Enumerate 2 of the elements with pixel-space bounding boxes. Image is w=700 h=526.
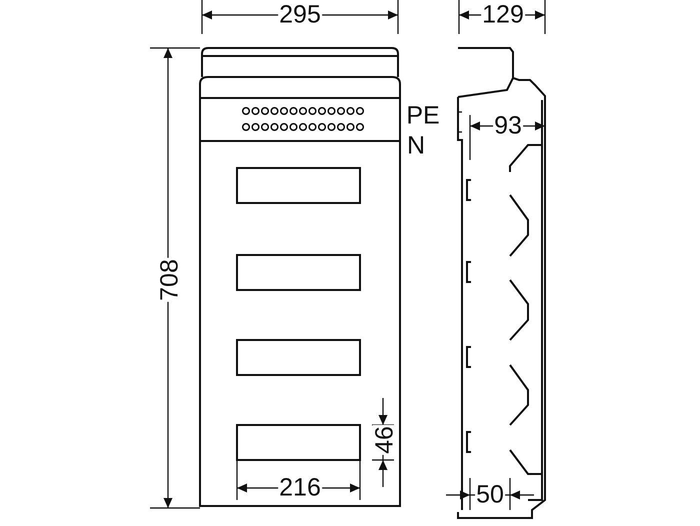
- terminal-label: N: [406, 134, 426, 158]
- terminal-label: PE: [405, 104, 441, 128]
